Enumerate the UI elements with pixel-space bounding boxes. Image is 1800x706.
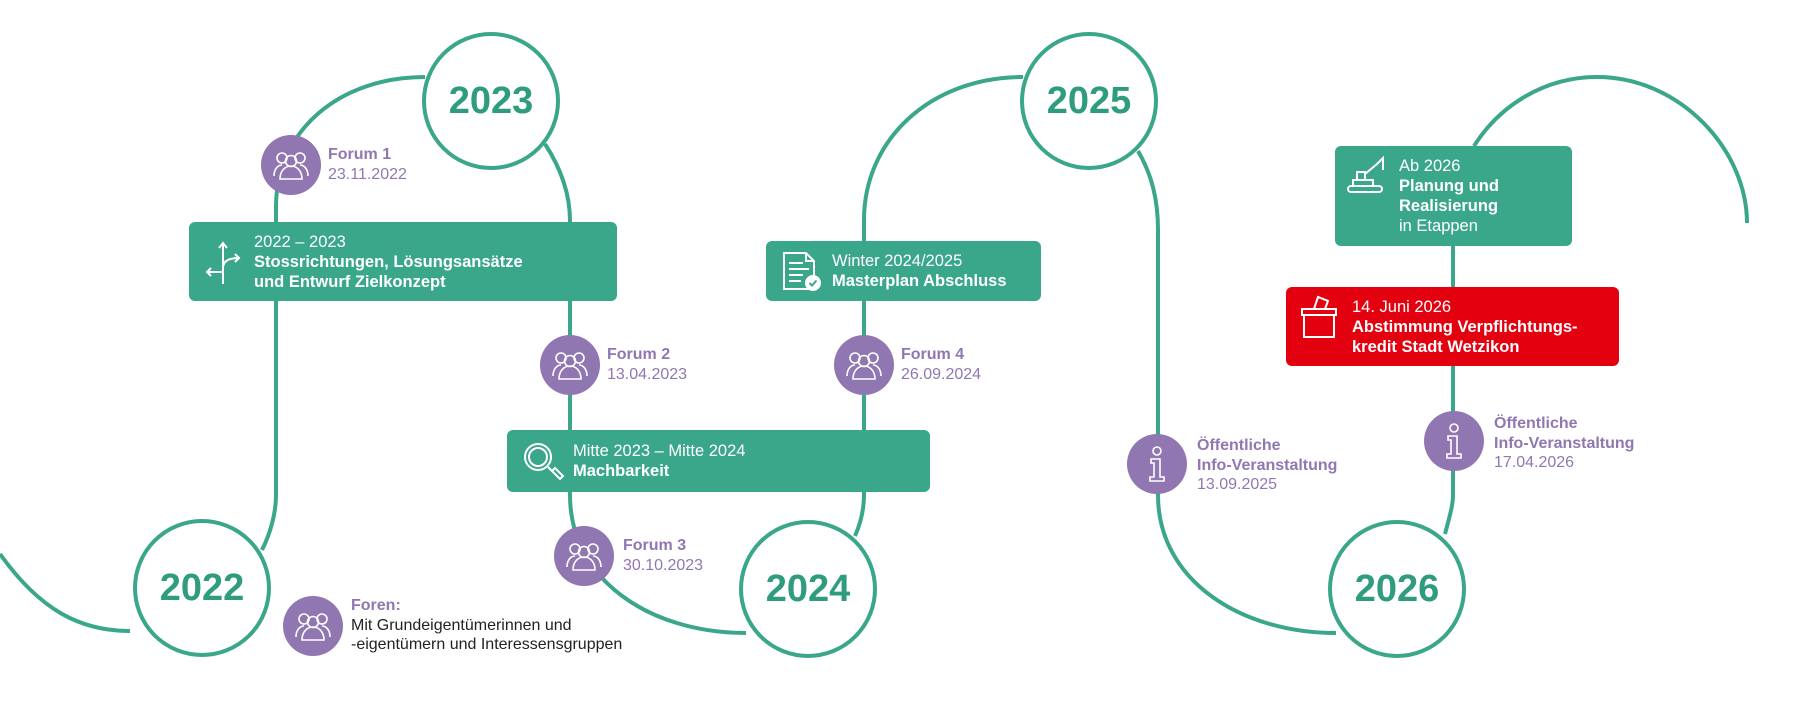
event-title: Forum 2 bbox=[607, 346, 671, 363]
phase-title: Machbarkeit bbox=[573, 462, 670, 480]
forum-4-marker bbox=[834, 335, 894, 395]
phase-realisierung: Ab 2026 Planung und Realisierung in Etap… bbox=[1335, 146, 1572, 246]
event-date: 13.09.2025 bbox=[1197, 476, 1278, 493]
phase-zielkonzept: 2022 – 2023 Stossrichtungen, Lösungsansä… bbox=[189, 222, 617, 301]
magnifier-icon bbox=[524, 443, 565, 481]
phase-date: 14. Juni 2026 bbox=[1352, 298, 1452, 316]
phase-masterplan: Winter 2024/2025 Masterplan Abschluss bbox=[766, 241, 1041, 301]
event-title: Öffentliche bbox=[1197, 437, 1281, 454]
event-title: Info-Veranstaltung bbox=[1494, 434, 1635, 452]
phase-title: und Entwurf Zielkonzept bbox=[254, 273, 446, 291]
event-date: 17.04.2026 bbox=[1494, 454, 1575, 471]
year-2022: 2022 bbox=[133, 519, 271, 657]
signpost-icon bbox=[205, 241, 241, 284]
phase-title: kredit Stadt Wetzikon bbox=[1352, 338, 1520, 356]
excavator-icon bbox=[1347, 156, 1384, 193]
year-2025: 2025 bbox=[1020, 32, 1158, 170]
event-date: 30.10.2023 bbox=[623, 556, 704, 574]
forum-3-label: Forum 3 30.10.2023 bbox=[623, 536, 703, 575]
forum-3-marker bbox=[554, 526, 614, 586]
info-2025-marker bbox=[1127, 434, 1187, 494]
people-icon bbox=[552, 352, 588, 380]
document-check-icon bbox=[783, 252, 821, 291]
phase-date: Ab 2026 bbox=[1399, 157, 1461, 175]
legend-text: -eigentümern und Interessensgruppen bbox=[351, 636, 623, 653]
forum-2-marker bbox=[540, 335, 600, 395]
year-2023: 2023 bbox=[422, 32, 560, 170]
year-2024: 2024 bbox=[739, 520, 877, 658]
event-title: Öffentliche bbox=[1494, 415, 1578, 432]
phase-title: Abstimmung Verpflichtungs- bbox=[1352, 318, 1578, 336]
foren-legend-label: Foren: Mit Grundeigentümerinnen und -eigen… bbox=[351, 596, 622, 655]
legend-text: Mit Grundeigentümerinnen und bbox=[351, 616, 572, 634]
phase-date: Mitte 2023 – Mitte 2024 bbox=[573, 442, 746, 460]
event-date: 13.04.2023 bbox=[607, 365, 688, 383]
people-icon bbox=[273, 152, 309, 180]
phase-title: Masterplan Abschluss bbox=[832, 272, 1007, 290]
event-title: Forum 1 bbox=[328, 146, 392, 163]
event-title: Forum 3 bbox=[623, 537, 687, 554]
phase-title: Realisierung bbox=[1399, 197, 1499, 215]
foren-legend-marker bbox=[283, 596, 343, 656]
year-2026: 2026 bbox=[1328, 520, 1466, 658]
event-title: Forum 4 bbox=[901, 346, 965, 363]
phase-title: Stossrichtungen, Lösungsansätze bbox=[254, 253, 523, 271]
forum-4-label: Forum 4 26.09.2024 bbox=[901, 345, 981, 384]
people-icon bbox=[295, 613, 331, 641]
phase-abstimmung: 14. Juni 2026 Abstimmung Verpflichtungs-… bbox=[1286, 287, 1619, 366]
phase-subtitle: in Etappen bbox=[1399, 217, 1478, 235]
forum-2-label: Forum 2 13.04.2023 bbox=[607, 345, 687, 384]
forum-1-label: Forum 1 23.11.2022 bbox=[328, 145, 407, 184]
event-date: 23.11.2022 bbox=[328, 165, 407, 183]
ballot-box-icon bbox=[1301, 295, 1337, 338]
legend-title: Foren: bbox=[351, 597, 401, 614]
forum-1-marker bbox=[261, 135, 321, 195]
people-icon bbox=[566, 543, 602, 571]
people-icon bbox=[846, 352, 882, 380]
info-2026-marker bbox=[1424, 411, 1484, 471]
info-icon bbox=[1149, 446, 1165, 482]
event-date: 26.09.2024 bbox=[901, 365, 982, 383]
phase-title: Planung und bbox=[1399, 177, 1499, 195]
phase-date: 2022 – 2023 bbox=[254, 233, 346, 251]
phase-date: Winter 2024/2025 bbox=[832, 252, 963, 270]
info-icon bbox=[1446, 423, 1462, 459]
event-title: Info-Veranstaltung bbox=[1197, 456, 1338, 474]
phase-machbarkeit: Mitte 2023 – Mitte 2024 Machbarkeit bbox=[507, 430, 930, 492]
